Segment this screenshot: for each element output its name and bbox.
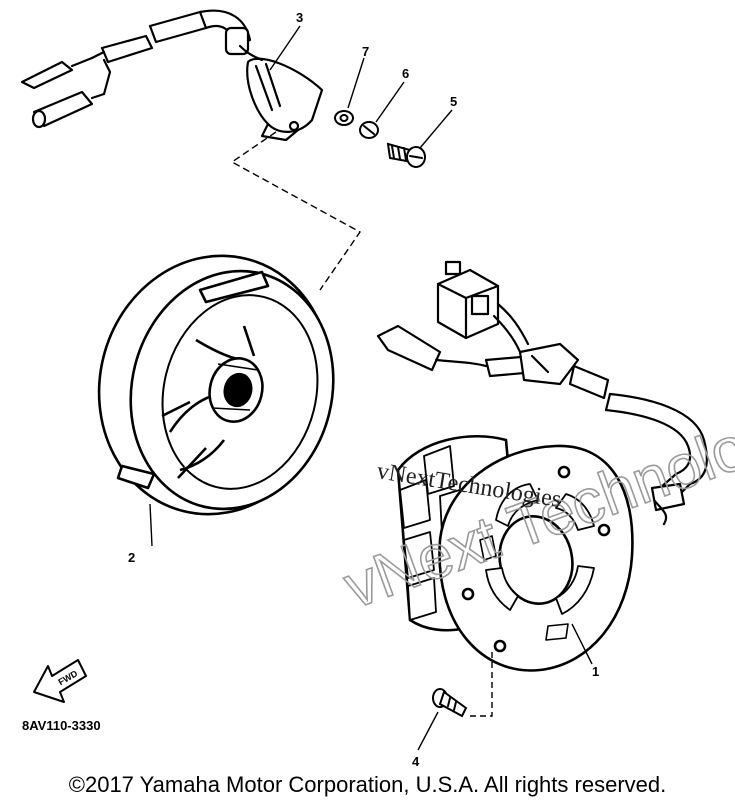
stator-assembly — [396, 434, 634, 672]
diagram-part-number: 8AV110-3330 — [22, 718, 101, 733]
forward-arrow-icon: FWD — [33, 659, 87, 703]
callout-5: 5 — [450, 94, 457, 109]
callout-2: 2 — [128, 550, 135, 565]
callout-4: 4 — [412, 754, 420, 769]
callout-7: 7 — [362, 44, 369, 59]
callout-3: 3 — [296, 10, 303, 25]
screw-part-5 — [386, 142, 426, 168]
exploded-parts-diagram: 1 2 3 4 5 6 7 FWD 8AV110-3330 vNext Tech… — [20, 9, 735, 769]
callout-1: 1 — [592, 664, 599, 679]
screw-part-4 — [432, 688, 468, 718]
screw-alignment-line — [468, 652, 493, 717]
flywheel-rotor — [97, 254, 335, 516]
copyright-notice: ©2017 Yamaha Motor Corporation, U.S.A. A… — [68, 772, 667, 797]
stator-wire-harness — [376, 260, 708, 526]
pickup-coil-assembly — [20, 9, 324, 142]
hardware-set — [334, 110, 426, 168]
coil-alignment-line — [230, 131, 362, 291]
callout-leaders — [149, 25, 593, 751]
callout-6: 6 — [402, 66, 409, 81]
